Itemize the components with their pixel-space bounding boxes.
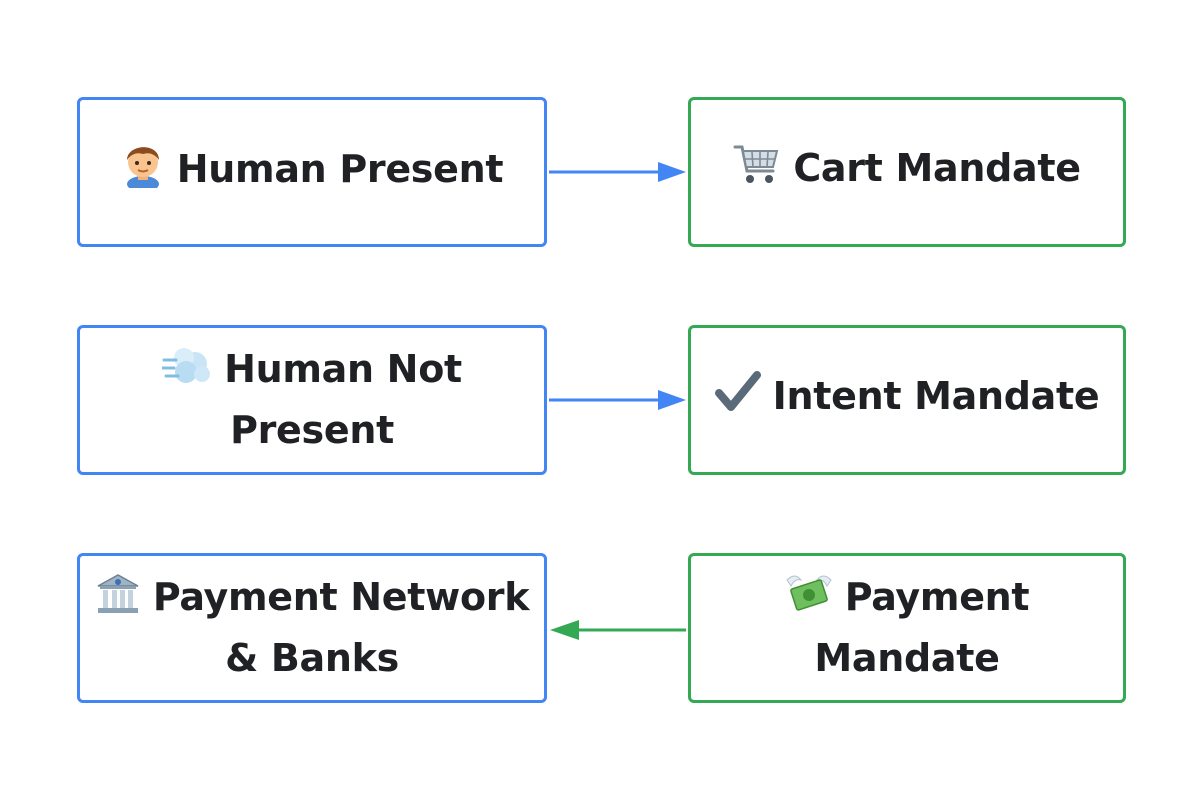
person-icon <box>121 140 165 203</box>
node-human-present: Human Present <box>77 97 547 247</box>
node-payment-mandate: Payment Mandate <box>688 553 1126 703</box>
human-not-present-label: Human Not Present <box>224 346 462 452</box>
bank-icon <box>95 572 141 631</box>
cart-mandate-label: Cart Mandate <box>793 146 1081 191</box>
payment-network-banks-label: Payment Network & Banks <box>152 574 530 680</box>
arrow-human-not-present-to-intent-mandate <box>549 390 686 410</box>
payment-mandate-label: Payment Mandate <box>814 574 1030 680</box>
money-with-wings-icon <box>785 570 833 631</box>
dash-away-icon <box>160 344 212 403</box>
node-payment-network-banks: Payment Network & Banks <box>77 553 547 703</box>
arrow-human-present-to-cart-mandate <box>549 162 686 182</box>
shopping-cart-icon <box>733 141 781 202</box>
arrow-payment-mandate-to-payment-network <box>550 620 686 640</box>
node-intent-mandate: Intent Mandate <box>688 325 1126 475</box>
node-cart-mandate: Cart Mandate <box>688 97 1126 247</box>
node-human-not-present: Human Not Present <box>77 325 547 475</box>
intent-mandate-label: Intent Mandate <box>772 374 1100 419</box>
human-present-label: Human Present <box>176 147 504 192</box>
check-mark-icon <box>714 369 761 430</box>
